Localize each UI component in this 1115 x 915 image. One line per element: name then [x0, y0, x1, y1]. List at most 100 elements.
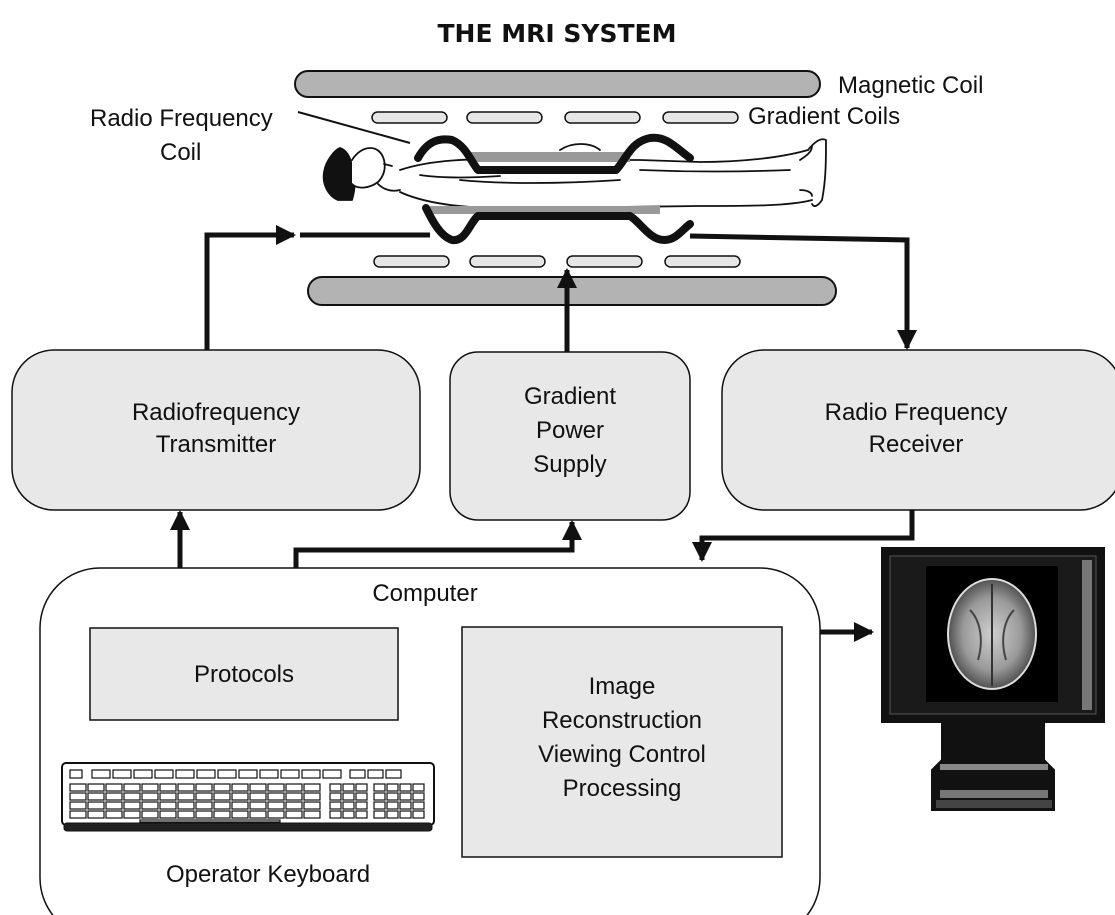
keyboard-key [280, 769, 300, 779]
gradient-supply-line1: Gradient [524, 383, 616, 410]
rf-transmitter-block: Radiofrequency Transmitter [11, 349, 421, 511]
keyboard-key [105, 783, 123, 792]
keyboard-key [399, 792, 412, 801]
keyboard-key [141, 810, 159, 819]
rf-receiver-block: Radio Frequency Receiver [721, 349, 1115, 511]
keyboard-label: Operator Keyboard [166, 861, 370, 888]
keyboard-key [303, 783, 321, 792]
keyboard-key [69, 783, 87, 792]
keyboard-key [195, 792, 213, 801]
keyboard-key [213, 783, 231, 792]
gradient-coils-label: Gradient Coils [748, 103, 900, 130]
keyboard-icon [61, 762, 435, 832]
keyboard-key [141, 792, 159, 801]
gradient-supply-line3: Supply [533, 451, 606, 478]
keyboard-key [195, 801, 213, 810]
rf-receiver-line1: Radio Frequency [825, 399, 1008, 426]
keyboard-key [329, 783, 342, 792]
keyboard-key [231, 810, 249, 819]
keyboard-key [231, 792, 249, 801]
keyboard-key [159, 792, 177, 801]
keyboard-key [267, 810, 285, 819]
keyboard-key [329, 810, 342, 819]
patient-figure-icon [322, 138, 827, 210]
keyboard-key [412, 783, 425, 792]
keyboard-key [355, 792, 368, 801]
rf-coil-pointer [297, 111, 411, 144]
keyboard-key [267, 801, 285, 810]
rf-coil-band-bottom [430, 206, 660, 214]
gradient-coils-bottom [373, 255, 741, 268]
keyboard-key [285, 801, 303, 810]
keyboard-key [355, 783, 368, 792]
keyboard-key [177, 810, 195, 819]
keyboard-key [355, 810, 368, 819]
keyboard-key [303, 810, 321, 819]
keyboard-key [133, 769, 153, 779]
keyboard-key [373, 792, 386, 801]
keyboard-key [159, 801, 177, 810]
keyboard-key [175, 769, 195, 779]
keyboard-key [322, 769, 342, 779]
keyboard-key [196, 769, 216, 779]
rf-coil-label-line1: Radio Frequency [90, 105, 273, 132]
keyboard-key [141, 801, 159, 810]
keyboard-key [195, 783, 213, 792]
rf-coil-band-top [470, 152, 630, 162]
keyboard-key [217, 769, 237, 779]
keyboard-key [285, 792, 303, 801]
keyboard-key [159, 783, 177, 792]
computer-block: Computer Protocols Image Reconstruction … [39, 567, 821, 915]
rf-transmitter-line1: Radiofrequency [132, 399, 300, 426]
keyboard-key [112, 769, 132, 779]
keyboard-key [249, 810, 267, 819]
keyboard-key [399, 810, 412, 819]
keyboard-key [231, 783, 249, 792]
keyboard-key [412, 792, 425, 801]
keyboard-key [238, 769, 258, 779]
keyboard-key [123, 801, 141, 810]
image-processing-line4: Processing [563, 775, 682, 802]
rf-coil-label-line2: Coil [160, 139, 201, 166]
keyboard-key [303, 792, 321, 801]
gradient-supply-line2: Power [536, 417, 604, 444]
protocols-label: Protocols [194, 661, 294, 688]
image-processing-line2: Reconstruction [542, 707, 702, 734]
keyboard-key [386, 783, 399, 792]
keyboard-key [259, 769, 279, 779]
keyboard-key [69, 769, 83, 779]
keyboard-key [386, 792, 399, 801]
keyboard-key [231, 801, 249, 810]
keyboard-key [249, 801, 267, 810]
keyboard-key [177, 792, 195, 801]
keyboard-key [195, 810, 213, 819]
keyboard-keys [69, 769, 425, 823]
gradient-power-supply-block: Gradient Power Supply [449, 351, 691, 521]
keyboard-key [342, 810, 355, 819]
keyboard-key [285, 783, 303, 792]
protocols-box [89, 627, 399, 721]
keyboard-key [386, 801, 399, 810]
image-processing-line3: Viewing Control [538, 741, 706, 768]
image-processing-line1: Image [589, 673, 656, 700]
keyboard-key [267, 792, 285, 801]
signal-arrows [170, 225, 917, 642]
keyboard-key [412, 810, 425, 819]
keyboard-key [91, 769, 111, 779]
keyboard-key [249, 783, 267, 792]
keyboard-key [69, 792, 87, 801]
keyboard-key [329, 801, 342, 810]
keyboard-key [349, 769, 366, 779]
keyboard-key [177, 801, 195, 810]
keyboard-key [301, 769, 321, 779]
keyboard-key [386, 810, 399, 819]
keyboard-key [342, 801, 355, 810]
keyboard-key [123, 792, 141, 801]
keyboard-key [399, 783, 412, 792]
keyboard-key [285, 810, 303, 819]
keyboard-key [141, 783, 159, 792]
keyboard-key [367, 769, 384, 779]
keyboard-key [105, 801, 123, 810]
keyboard-key [373, 783, 386, 792]
